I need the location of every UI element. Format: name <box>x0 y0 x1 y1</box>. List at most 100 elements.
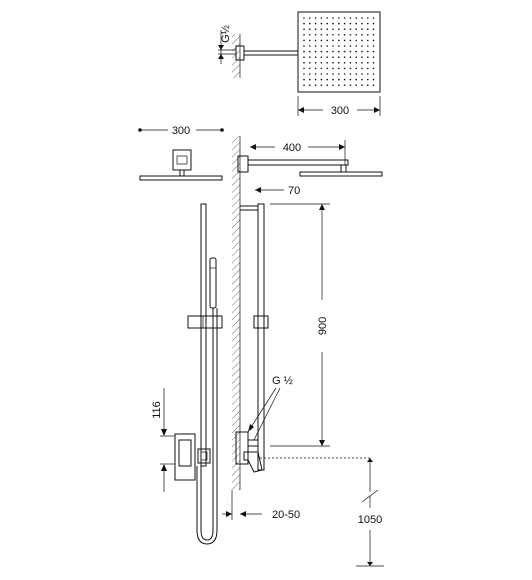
nozzle-dot <box>309 84 311 86</box>
nozzle-dot <box>332 73 334 75</box>
front-mixer-plate <box>174 433 196 481</box>
front-slider <box>187 315 223 329</box>
nozzle-dot <box>303 84 305 86</box>
nozzle-dot <box>355 67 358 70</box>
thread-top-label: G½ <box>220 25 232 43</box>
nozzle-dot <box>372 17 375 19</box>
nozzle-dot <box>372 45 375 47</box>
nozzle-dot <box>303 34 305 36</box>
nozzle-dot <box>349 34 352 36</box>
nozzle-dot <box>309 78 311 81</box>
nozzle-dot <box>372 22 375 25</box>
nozzle-dot <box>320 50 323 53</box>
nozzle-dot <box>355 39 358 42</box>
nozzle-dot <box>343 84 346 86</box>
nozzle-grid <box>303 17 375 86</box>
nozzle-dot <box>314 28 317 31</box>
nozzle-dot <box>372 56 375 58</box>
nozzle-dot <box>332 45 334 47</box>
nozzle-dot <box>332 22 334 25</box>
nozzle-dot <box>332 56 334 58</box>
nozzle-dot <box>367 67 369 70</box>
nozzle-dot <box>309 50 311 53</box>
nozzle-dot <box>314 34 317 36</box>
nozzle-dot <box>326 45 329 47</box>
nozzle-dot <box>314 62 317 64</box>
nozzle-dot <box>343 78 346 81</box>
nozzle-dot <box>309 39 311 42</box>
nozzle-dot <box>367 22 369 25</box>
nozzle-dot <box>309 34 311 36</box>
nozzle-dot <box>349 78 352 81</box>
nozzle-dot <box>303 73 305 75</box>
nozzle-dot <box>332 34 334 36</box>
nozzle-dot <box>309 56 311 58</box>
nozzle-dot <box>338 73 340 75</box>
nozzle-dot <box>361 73 363 75</box>
nozzle-dot <box>367 84 369 86</box>
nozzle-dot <box>355 34 358 36</box>
nozzle-dot <box>332 17 334 19</box>
nozzle-dot <box>332 62 334 64</box>
nozzle-dot <box>303 39 305 42</box>
nozzle-dot <box>355 22 358 25</box>
nozzle-dot <box>332 67 334 70</box>
front-mixer-handle <box>178 439 192 467</box>
nozzle-dot <box>326 62 329 64</box>
head-offset-label: 70 <box>288 185 300 197</box>
nozzle-dot <box>332 50 334 53</box>
nozzle-dot <box>320 39 323 42</box>
nozzle-dot <box>320 67 323 70</box>
nozzle-dot <box>326 39 329 42</box>
nozzle-dot <box>320 22 323 25</box>
nozzle-dot <box>320 56 323 58</box>
nozzle-dot <box>361 28 363 31</box>
nozzle-dot <box>367 62 369 64</box>
nozzle-dot <box>338 45 340 47</box>
nozzle-dot <box>372 84 375 86</box>
nozzle-dot <box>309 22 311 25</box>
nozzle-dot <box>314 45 317 47</box>
nozzle-dot <box>338 28 340 31</box>
front-shower-head <box>139 175 223 181</box>
nozzle-dot <box>314 73 317 75</box>
side-shower-head <box>299 171 383 177</box>
nozzle-dot <box>326 22 329 25</box>
nozzle-dot <box>372 78 375 81</box>
nozzle-dot <box>343 22 346 25</box>
nozzle-dot <box>355 84 358 86</box>
install-height-label: 1050 <box>358 514 382 526</box>
side-mixer-lever <box>243 451 263 473</box>
nozzle-dot <box>372 39 375 42</box>
nozzle-dot <box>355 78 358 81</box>
nozzle-dot <box>320 73 323 75</box>
nozzle-dot <box>361 84 363 86</box>
nozzle-dot <box>314 67 317 70</box>
nozzle-dot <box>355 17 358 19</box>
nozzle-dot <box>361 50 363 53</box>
front-wall-outlet <box>197 448 211 464</box>
thread-side-label: G ½ <box>272 375 293 387</box>
nozzle-dot <box>361 62 363 64</box>
nozzle-dot <box>367 17 369 19</box>
head-width-front-label: 300 <box>172 125 190 137</box>
nozzle-dot <box>349 50 352 53</box>
nozzle-dot <box>361 78 363 81</box>
nozzle-dot <box>309 67 311 70</box>
nozzle-dot <box>314 50 317 53</box>
nozzle-dot <box>338 50 340 53</box>
nozzle-dot <box>303 78 305 81</box>
top-shower-head <box>297 11 381 93</box>
nozzle-dot <box>320 78 323 81</box>
nozzle-dot <box>309 73 311 75</box>
nozzle-dot <box>372 73 375 75</box>
nozzle-dot <box>314 17 317 19</box>
nozzle-dot <box>361 34 363 36</box>
nozzle-dot <box>343 39 346 42</box>
side-wall-hatch <box>232 136 240 490</box>
nozzle-dot <box>361 22 363 25</box>
nozzle-dot <box>320 84 323 86</box>
nozzle-dot <box>349 84 352 86</box>
side-shower-arm <box>247 159 349 166</box>
